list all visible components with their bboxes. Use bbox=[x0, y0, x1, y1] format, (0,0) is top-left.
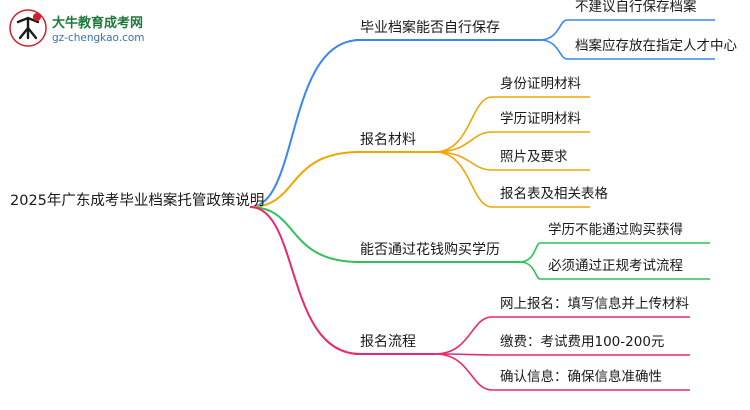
leaf-connector-4-3 bbox=[434, 353, 493, 391]
leaf-topic-3-1: 学历不能通过购买获得 bbox=[548, 222, 683, 238]
branch-connector-2 bbox=[249, 151, 361, 208]
logo-url: gz-chengkao.com bbox=[52, 32, 145, 44]
branch-topic-4: 报名流程 bbox=[360, 334, 416, 350]
branch-connector-4 bbox=[249, 206, 361, 355]
branch-topic-3: 能否通过花钱购买学历 bbox=[360, 242, 500, 258]
leaf-connector-2-3 bbox=[434, 151, 493, 171]
leaf-connector-1-2 bbox=[539, 39, 568, 60]
leaf-connector-2-2 bbox=[434, 131, 493, 153]
branch-connector-1 bbox=[249, 39, 361, 208]
leaf-topic-2-4: 报名表及相关表格 bbox=[500, 186, 608, 202]
leaf-topic-2-1: 身份证明材料 bbox=[500, 76, 581, 92]
leaf-topic-4-1: 网上报名：填写信息并上传材料 bbox=[500, 296, 689, 312]
logo-title: 大牛教育成考网 bbox=[52, 16, 144, 31]
leaf-topic-4-3: 确认信息：确保信息准确性 bbox=[500, 369, 662, 385]
root-topic: 2025年广东成考毕业档案托管政策说明 bbox=[10, 193, 265, 209]
branch-connector-3 bbox=[249, 206, 361, 263]
leaf-topic-1-1: 不建议自行保存档案 bbox=[575, 0, 697, 15]
leaf-connector-2-4 bbox=[434, 151, 493, 208]
leaf-connector-4-1 bbox=[434, 316, 493, 355]
leaf-topic-1-2: 档案应存放在指定人才中心 bbox=[575, 38, 737, 54]
site-logo: 大牛教育成考网 gz-chengkao.com bbox=[8, 6, 178, 54]
branch-topic-2: 报名材料 bbox=[360, 132, 416, 148]
leaf-topic-4-2: 缴费：考试费用100-200元 bbox=[500, 334, 665, 350]
branch-topic-1: 毕业档案能否自行保存 bbox=[360, 20, 500, 36]
leaf-topic-2-2: 学历证明材料 bbox=[500, 111, 581, 127]
leaf-connector-1-1 bbox=[539, 19, 568, 41]
leaf-connector-3-1 bbox=[519, 242, 541, 263]
leaf-topic-2-3: 照片及要求 bbox=[500, 149, 568, 165]
leaf-connector-3-2 bbox=[519, 261, 541, 280]
logo-mark-icon bbox=[9, 9, 47, 47]
leaf-topic-3-2: 必须通过正规考试流程 bbox=[548, 258, 683, 274]
leaf-connector-2-1 bbox=[434, 96, 493, 153]
